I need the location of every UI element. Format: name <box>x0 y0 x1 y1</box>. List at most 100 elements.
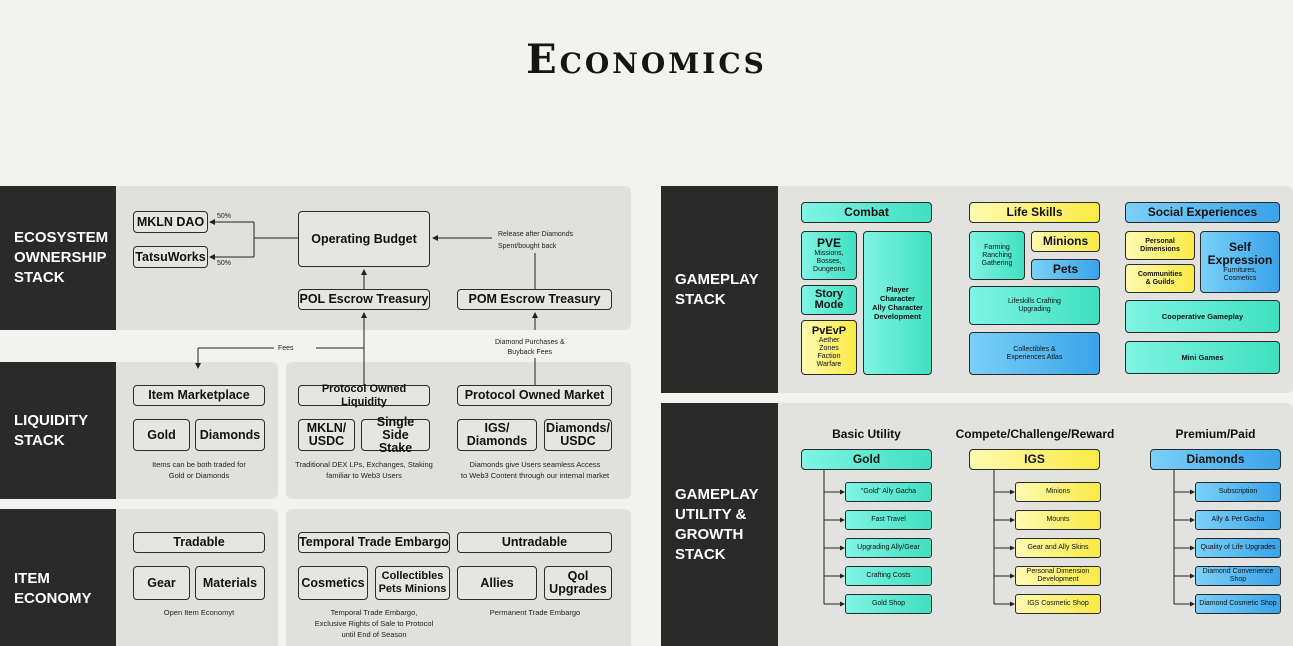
minions-box[interactable]: Minions <box>1031 231 1100 252</box>
life-skills-box[interactable]: Life Skills <box>969 202 1100 223</box>
utility-item-fast-travel[interactable]: Fast Travel <box>845 510 932 530</box>
pol-escrow-treasury-box[interactable]: POL Escrow Treasury <box>298 289 430 310</box>
pair-line: USDC <box>560 434 596 448</box>
diamonds-box[interactable]: Diamonds <box>195 419 265 451</box>
utility-item-ally-pet-gacha[interactable]: Ally & Pet Gacha <box>1195 510 1281 530</box>
qol-upgrades-box[interactable]: Qol Upgrades <box>544 566 612 600</box>
igs-diamonds-box[interactable]: IGS/ Diamonds <box>457 419 537 451</box>
coop-label: Cooperative Gameplay <box>1161 312 1244 321</box>
player-char-line: Ally Character <box>872 303 923 312</box>
self-expression-line: Expression <box>1207 253 1273 267</box>
tradable-box[interactable]: Tradable <box>133 532 265 553</box>
utility-item-qol-upgrades[interactable]: Quality of Life Upgrades <box>1195 538 1281 558</box>
life-skills-label: Life Skills <box>1006 205 1063 219</box>
communities-guilds-box[interactable]: Communities & Guilds <box>1125 264 1195 293</box>
note-line: until End of Season <box>341 630 407 639</box>
crafting-line: Lifeskills Crafting <box>1008 297 1061 305</box>
mini-games-box[interactable]: Mini Games <box>1125 341 1280 374</box>
utility-item-mounts[interactable]: Mounts <box>1015 510 1101 530</box>
collectibles-atlas-box[interactable]: Collectibles & Experiences Atlas <box>969 332 1100 375</box>
pve-box[interactable]: PVE Missions, Bosses, Dungeons <box>801 231 857 280</box>
diamond-purchases-line: Diamond Purchases & <box>495 339 565 346</box>
pair-line: IGS/ <box>484 421 510 435</box>
story-mode-box[interactable]: Story Mode <box>801 285 857 315</box>
atlas-line: Experiences Atlas <box>1006 353 1063 361</box>
self-expression-box[interactable]: Self Expression Furnitures, Cosmetics <box>1200 231 1280 293</box>
player-character-box[interactable]: Player Character Ally Character Developm… <box>863 231 932 375</box>
band-line: ECOSYSTEM <box>14 229 109 246</box>
temporal-trade-embargo-box[interactable]: Temporal Trade Embargo <box>298 532 450 553</box>
note-line: Temporal Trade Embargo, <box>330 608 418 617</box>
mkln-usdc-box[interactable]: MKLN/ USDC <box>298 419 355 451</box>
mkln-dao-box[interactable]: MKLN DAO <box>133 211 208 233</box>
materials-box[interactable]: Materials <box>195 566 265 600</box>
cooperative-gameplay-box[interactable]: Cooperative Gameplay <box>1125 300 1280 333</box>
band-line: OWNERSHIP <box>14 249 107 266</box>
personal-dim-line: Personal <box>1145 237 1175 245</box>
pvevp-sub: Aether <box>818 337 840 344</box>
communities-line: Communities <box>1137 270 1183 278</box>
box-line: Qol <box>567 569 589 583</box>
band-line: STACK <box>675 290 726 308</box>
utility-item-crafting-costs[interactable]: Crafting Costs <box>845 566 932 586</box>
pom-escrow-treasury-box[interactable]: POM Escrow Treasury <box>457 289 612 310</box>
diamonds-usdc-box[interactable]: Diamonds/ USDC <box>544 419 612 451</box>
gold-box[interactable]: Gold <box>133 419 190 451</box>
communities-line: & Guilds <box>1145 278 1175 286</box>
story-label: Story <box>814 288 844 300</box>
pvevp-box[interactable]: PvEvP Aether Zones Faction Warfare <box>801 320 857 375</box>
diamonds-currency-label: Diamonds <box>1186 452 1245 466</box>
utility-item-personal-dimension[interactable]: Personal Dimension Development <box>1015 566 1101 586</box>
igs-currency-box[interactable]: IGS <box>969 449 1100 470</box>
social-label: Social Experiences <box>1147 205 1258 219</box>
allies-box[interactable]: Allies <box>457 566 537 600</box>
gold-currency-box[interactable]: Gold <box>801 449 932 470</box>
pvevp-sub: Warfare <box>816 361 842 368</box>
farming-box[interactable]: Farming Ranching Gathering <box>969 231 1025 280</box>
utility-item-igs-cosmetic-shop[interactable]: IGS Cosmetic Shop <box>1015 594 1101 614</box>
diamonds-currency-box[interactable]: Diamonds <box>1150 449 1281 470</box>
note-line: Exclusive Rights of Sale to Protocol <box>314 619 434 628</box>
pair-line: Stake <box>378 440 413 455</box>
cosmetics-box[interactable]: Cosmetics <box>298 566 368 600</box>
utility-item-subscription[interactable]: Subscription <box>1195 482 1281 502</box>
personal-dimensions-box[interactable]: Personal Dimensions <box>1125 231 1195 260</box>
note-line: to Web3 Content through our internal mar… <box>460 471 610 480</box>
lifeskills-crafting-box[interactable]: Lifeskills Crafting Upgrading <box>969 286 1100 325</box>
combat-label: Combat <box>844 205 889 219</box>
single-side-stake-box[interactable]: Single Side Stake <box>361 415 430 454</box>
band-line: GAMEPLAY <box>675 270 759 288</box>
release-note: Release after Diamonds Spent/bought back <box>498 230 573 251</box>
collectibles-box[interactable]: Collectibles Pets Minions <box>375 566 450 600</box>
farming-line: Gathering <box>981 259 1013 267</box>
operating-budget-box[interactable]: Operating Budget <box>298 211 430 267</box>
combat-box[interactable]: Combat <box>801 202 932 223</box>
utility-item-minions[interactable]: Minions <box>1015 482 1101 502</box>
utility-item-gold-shop[interactable]: Gold Shop <box>845 594 932 614</box>
utility-item-gold-ally-gacha[interactable]: "Gold" Ally Gacha <box>845 482 932 502</box>
igs-currency-label: IGS <box>1024 452 1045 466</box>
pct-bottom-label: 50% <box>217 260 232 267</box>
note-line: Traditional DEX LPs, Exchanges, Staking <box>295 460 433 469</box>
band-line: UTILITY & <box>675 505 747 523</box>
pair-line: MKLN/ <box>306 421 347 435</box>
band-line: ECONOMY <box>14 589 92 607</box>
compete-heading: Compete/Challenge/Reward <box>955 427 1115 441</box>
tatsuworks-box[interactable]: TatsuWorks <box>133 246 208 268</box>
basic-utility-heading: Basic Utility <box>832 427 901 441</box>
social-experiences-box[interactable]: Social Experiences <box>1125 202 1280 223</box>
protocol-owned-market-box[interactable]: Protocol Owned Market <box>457 385 612 406</box>
utility-item-skins[interactable]: Gear and Ally Skins <box>1015 538 1101 558</box>
item-marketplace-box[interactable]: Item Marketplace <box>133 385 265 406</box>
self-expression-sub: Cosmetics <box>1223 275 1257 282</box>
untradable-box[interactable]: Untradable <box>457 532 612 553</box>
pets-box[interactable]: Pets <box>1031 259 1100 280</box>
utility-item-cosmetic-shop[interactable]: Diamond Cosmetic Shop <box>1195 594 1281 614</box>
gear-box[interactable]: Gear <box>133 566 190 600</box>
protocol-owned-liquidity-box[interactable]: Protocol Owned Liquidity <box>298 383 430 408</box>
pair-line: Diamonds <box>466 434 528 448</box>
utility-item-convenience-shop[interactable]: Diamond Convenience Shop <box>1195 566 1281 586</box>
utility-item-upgrading[interactable]: Upgrading Ally/Gear <box>845 538 932 558</box>
pair-line: Diamonds/ <box>546 421 610 435</box>
